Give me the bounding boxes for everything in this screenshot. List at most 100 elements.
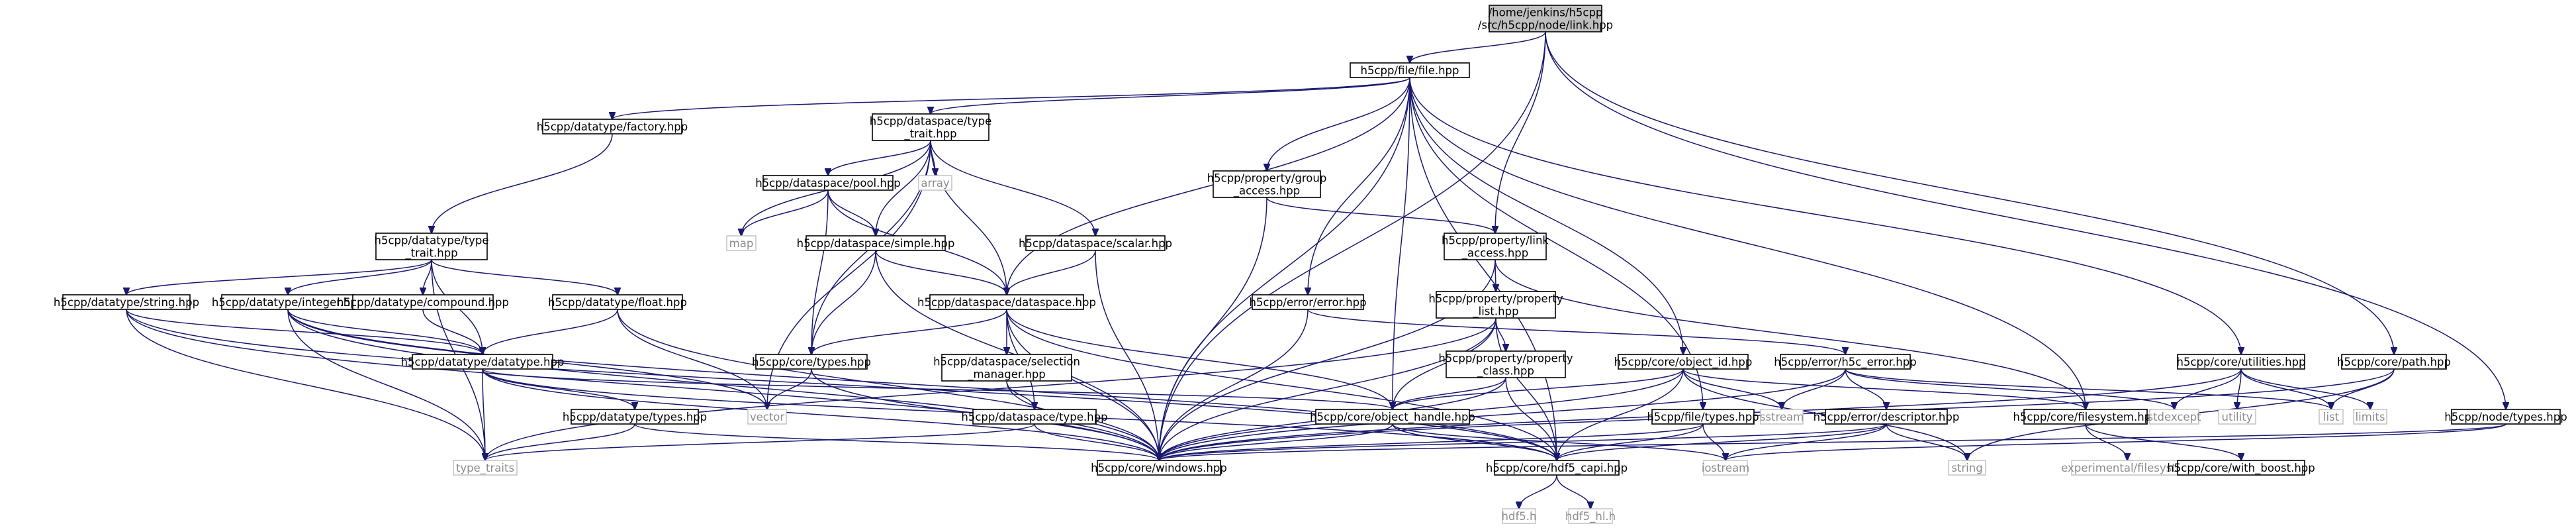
node-dataspace[interactable]: h5cpp/dataspace/dataspace.hpp (917, 294, 1096, 310)
edge-err_descriptor-to-windows (1159, 423, 1887, 460)
node-object-id[interactable]: h5cpp/core/object_id.hpp (1614, 354, 1753, 370)
node-box (726, 235, 757, 251)
node-box (2149, 409, 2199, 425)
edge-file_types-to-hdf5_capi (1557, 423, 1704, 460)
node-label: h5cpp/datatype/compound.hpp (337, 296, 509, 309)
edge-node_types-to-windows (1159, 423, 2507, 460)
node-pool[interactable]: h5cpp/dataspace/pool.hpp (755, 175, 901, 191)
node-windows[interactable]: h5cpp/core/windows.hpp (1091, 460, 1227, 476)
node-dt-types[interactable]: h5cpp/datatype/types.hpp (563, 409, 707, 425)
node-object-handle[interactable]: h5cpp/core/object_handle.hpp (1310, 409, 1475, 425)
node-prop-list[interactable]: h5cpp/property/property_list.hpp (1428, 291, 1563, 319)
edge-err_error-to-windows (1159, 309, 1309, 460)
edge-prop_link-to-filesystem (1495, 259, 2086, 409)
edge-dt_integer-to-hdf5_capi (287, 309, 1557, 460)
edge-pool-to-simple (827, 189, 876, 236)
edge-dt_types-to-type_traits (485, 423, 635, 460)
node-box (1502, 508, 1536, 524)
node-label: vector (750, 411, 785, 423)
node-datatype[interactable]: h5cpp/datatype/datatype.hpp (401, 354, 565, 370)
edge-file-to-err_error (1308, 77, 1410, 295)
node-path[interactable]: h5cpp/core/path.hpp (2337, 354, 2451, 370)
node-file-types[interactable]: h5cpp/file/types.hpp (1647, 409, 1759, 425)
node-box (1760, 409, 1804, 425)
node-label: h5cpp/dataspace/type (870, 115, 992, 128)
node-hdf5-hl-h: hdf5_hl.h (1565, 508, 1616, 524)
node-label: utility (2222, 411, 2253, 423)
node-list: list (2319, 409, 2344, 425)
edge-file-to-dataspace (1007, 77, 1410, 295)
node-dt-type-trait[interactable]: h5cpp/datatype/type_trait.hpp (375, 233, 489, 260)
node-label: h5cpp/file/file.hpp (1361, 64, 1459, 77)
node-label: h5cpp/node/types.hpp (2444, 411, 2567, 423)
node-label: array (921, 177, 949, 189)
node-box (2341, 354, 2447, 370)
node-with-boost[interactable]: h5cpp/core/with_boost.hpp (2167, 460, 2315, 476)
node-label: h5cpp/datatype/float.hpp (548, 296, 687, 309)
node-label: h5cpp/dataspace/type.hpp (961, 411, 1107, 423)
node-dt-string[interactable]: h5cpp/datatype/string.hpp (54, 294, 199, 310)
node-box (762, 175, 894, 191)
edge-ds_type_trait-to-pool (828, 140, 931, 176)
edge-object_handle-to-iostream (1392, 423, 1725, 460)
edge-link-to-prop_link (1495, 31, 1546, 233)
edge-file-to-file_types (1409, 77, 1703, 409)
node-utilities[interactable]: h5cpp/core/utilities.hpp (2177, 354, 2306, 370)
node-dt-float[interactable]: h5cpp/datatype/float.hpp (548, 294, 687, 310)
node-string: string (1948, 460, 1986, 476)
node-dt-integer[interactable]: h5cpp/datatype/integer.hpp (212, 294, 364, 310)
edge-simple-to-dataspace (875, 250, 1007, 295)
node-err-error[interactable]: h5cpp/error/error.hpp (1249, 294, 1367, 310)
node-box (1568, 508, 1613, 524)
edge-prop_list-to-type_traits (485, 317, 1496, 460)
node-box (805, 235, 946, 251)
node-label: string (1951, 462, 1982, 474)
node-prop-group[interactable]: h5cpp/property/group_access.hpp (1207, 170, 1327, 198)
edge-dt_integer-to-datatype (287, 309, 483, 354)
node-simple[interactable]: h5cpp/dataspace/simple.hpp (797, 235, 955, 251)
edge-link-to-path (1545, 31, 2394, 354)
node-sel-manager[interactable]: h5cpp/dataspace/selection_manager.hpp (933, 354, 1080, 382)
edge-dt_type_trait-to-dt_integer (288, 259, 432, 295)
node-core-types[interactable]: h5cpp/core/types.hpp (752, 354, 871, 370)
node-err-h5c[interactable]: h5cpp/error/h5c_error.hpp (1774, 354, 1917, 370)
header-nodes: /home/jenkins/h5cpp/src/h5cpp/node/link.… (54, 5, 2567, 524)
node-box (1213, 170, 1321, 198)
node-label: h5cpp/file/types.hpp (1647, 411, 1759, 423)
node-box (352, 294, 494, 310)
edge-dt_string-to-hdf5_capi (126, 309, 1557, 460)
node-scalar[interactable]: h5cpp/dataspace/scalar.hpp (1019, 235, 1172, 251)
node-prop-link[interactable]: h5cpp/property/link_access.hpp (1442, 233, 1549, 260)
node-dt-compound[interactable]: h5cpp/datatype/compound.hpp (337, 294, 509, 310)
node-label: stdexcept (2147, 411, 2201, 423)
edge-err_descriptor-to-hdf5_capi (1557, 423, 1887, 460)
node-box (918, 175, 952, 191)
node-box (1825, 409, 1948, 425)
node-array: array (918, 175, 952, 191)
node-node-types[interactable]: h5cpp/node/types.hpp (2444, 409, 2567, 425)
node-hdf5-capi[interactable]: h5cpp/core/hdf5_capi.hpp (1486, 460, 1628, 476)
edge-object_id-to-sstream (1682, 368, 1782, 409)
node-label: /home/jenkins/h5cpp (1489, 7, 1603, 19)
node-label: list (2323, 411, 2340, 423)
node-factory[interactable]: h5cpp/datatype/factory.hpp (537, 119, 688, 134)
node-prop-class[interactable]: h5cpp/property/property_class.hpp (1438, 350, 1573, 378)
edge-ds_type_trait-to-scalar (930, 140, 1095, 236)
node-label: h5cpp/property/link (1442, 235, 1549, 247)
node-label: h5cpp/core/windows.hpp (1091, 462, 1227, 474)
node-ds-type-trait[interactable]: h5cpp/dataspace/type_trait.hpp (870, 113, 992, 141)
node-filesystem[interactable]: h5cpp/core/filesystem.hpp (2013, 409, 2158, 425)
node-iostream: iostream (1702, 460, 1749, 476)
node-err-descriptor[interactable]: h5cpp/error/descriptor.hpp (1814, 409, 1960, 425)
node-box (1252, 294, 1364, 310)
node-label: h5cpp/datatype/string.hpp (54, 296, 199, 309)
node-file[interactable]: h5cpp/file/file.hpp (1350, 62, 1470, 78)
edge-dataspace-to-hdf5_capi (1006, 309, 1557, 460)
node-box (571, 409, 699, 425)
node-box (1350, 62, 1470, 78)
node-box (375, 233, 488, 260)
node-link[interactable]: /home/jenkins/h5cpp/src/h5cpp/node/link.… (1478, 5, 1613, 32)
edge-ds_type-to-type_traits (485, 423, 1035, 460)
node-box (2177, 354, 2305, 370)
node-ds-type[interactable]: h5cpp/dataspace/type.hpp (961, 409, 1108, 425)
